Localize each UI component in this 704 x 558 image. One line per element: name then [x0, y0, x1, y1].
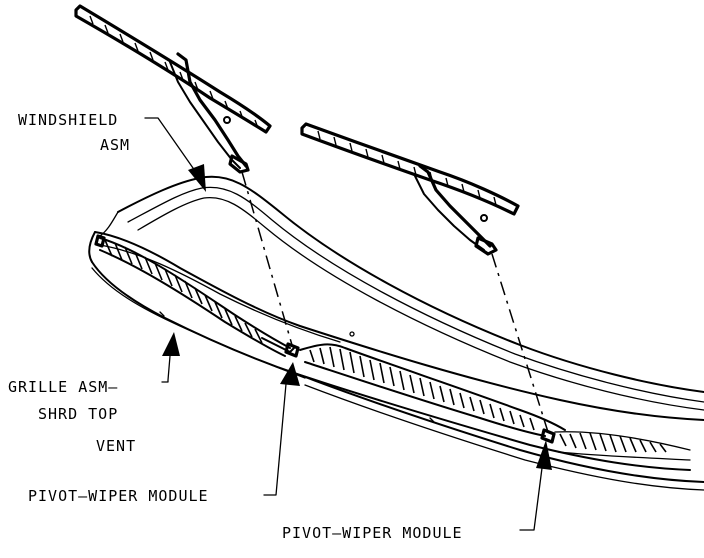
label-grille-line1: GRILLE ASM– [8, 378, 118, 396]
label-grille-line2: SHRD TOP [38, 405, 118, 423]
grille-right [299, 343, 691, 461]
callout-pivot-left [263, 362, 300, 496]
callout-grille [161, 332, 180, 383]
label-windshield-line2: ASM [100, 136, 130, 154]
label-grille-line3: VENT [96, 437, 136, 455]
wiper-right [300, 122, 520, 256]
label-windshield-line1: WINDSHIELD [18, 111, 118, 129]
callout-pivot-right [519, 440, 552, 531]
alignment-lines [241, 171, 549, 433]
label-pivot-right: PIVOT–WIPER MODULE [282, 524, 463, 542]
grille-left [94, 234, 295, 357]
label-pivot-left: PIVOT–WIPER MODULE [28, 487, 209, 505]
windshield [99, 175, 704, 411]
cowl-body [88, 231, 704, 491]
pivot-hubs [284, 342, 556, 444]
wiper-left [74, 4, 272, 174]
callout-windshield [144, 117, 206, 192]
